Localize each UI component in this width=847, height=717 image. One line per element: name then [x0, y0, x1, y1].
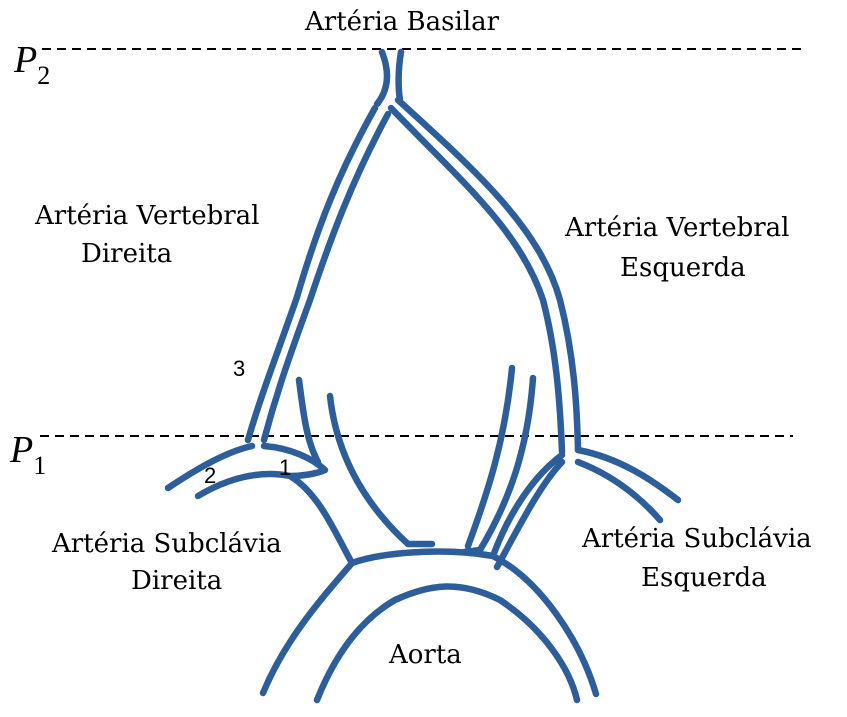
left-vertebral-inner-wall	[391, 108, 562, 452]
left-vertebral-outer-wall	[398, 100, 578, 450]
right-common-carotid	[330, 396, 408, 544]
left-subclavian-trunk-wall	[578, 462, 660, 520]
basilar-artery-label: Artéria Basilar	[304, 7, 500, 37]
left-subclavian-label-line1: Artéria Subclávia	[581, 524, 812, 554]
p1-letter: P	[9, 429, 33, 471]
left-vertebral-label-line1: Artéria Vertebral	[564, 213, 789, 243]
segment-1-label: 1	[279, 455, 291, 480]
segment-2-label: 2	[204, 463, 216, 488]
left-vertebral-label-line2: Esquerda	[620, 253, 746, 283]
left-subclavian-origin-wall	[497, 462, 562, 567]
basilar-artery-right-wall	[399, 52, 401, 100]
segment-3-label: 3	[233, 356, 245, 381]
left-subclavian-label-line2: Esquerda	[641, 563, 767, 593]
p1-subscript: 1	[33, 451, 46, 480]
right-vertebral-label-line1: Artéria Vertebral	[34, 201, 259, 231]
right-subclavian-label-line2: Direita	[131, 566, 222, 596]
right-carotid-stub	[299, 380, 318, 462]
p2-level-label: P2	[13, 39, 50, 90]
p2-subscript: 2	[37, 61, 50, 90]
p2-letter: P	[13, 39, 37, 81]
right-vertebral-outer-wall	[248, 108, 375, 440]
right-vertebral-inner-wall	[264, 114, 388, 440]
basilar-artery-left-wall	[377, 52, 387, 104]
right-vertebral-label-line2: Direita	[81, 239, 172, 269]
left-common-carotid-inner	[468, 368, 512, 546]
aorta-label: Aorta	[388, 640, 462, 670]
aortic-arch-outer-wall	[263, 552, 596, 694]
right-subclavian-label-line1: Artéria Subclávia	[51, 529, 282, 559]
